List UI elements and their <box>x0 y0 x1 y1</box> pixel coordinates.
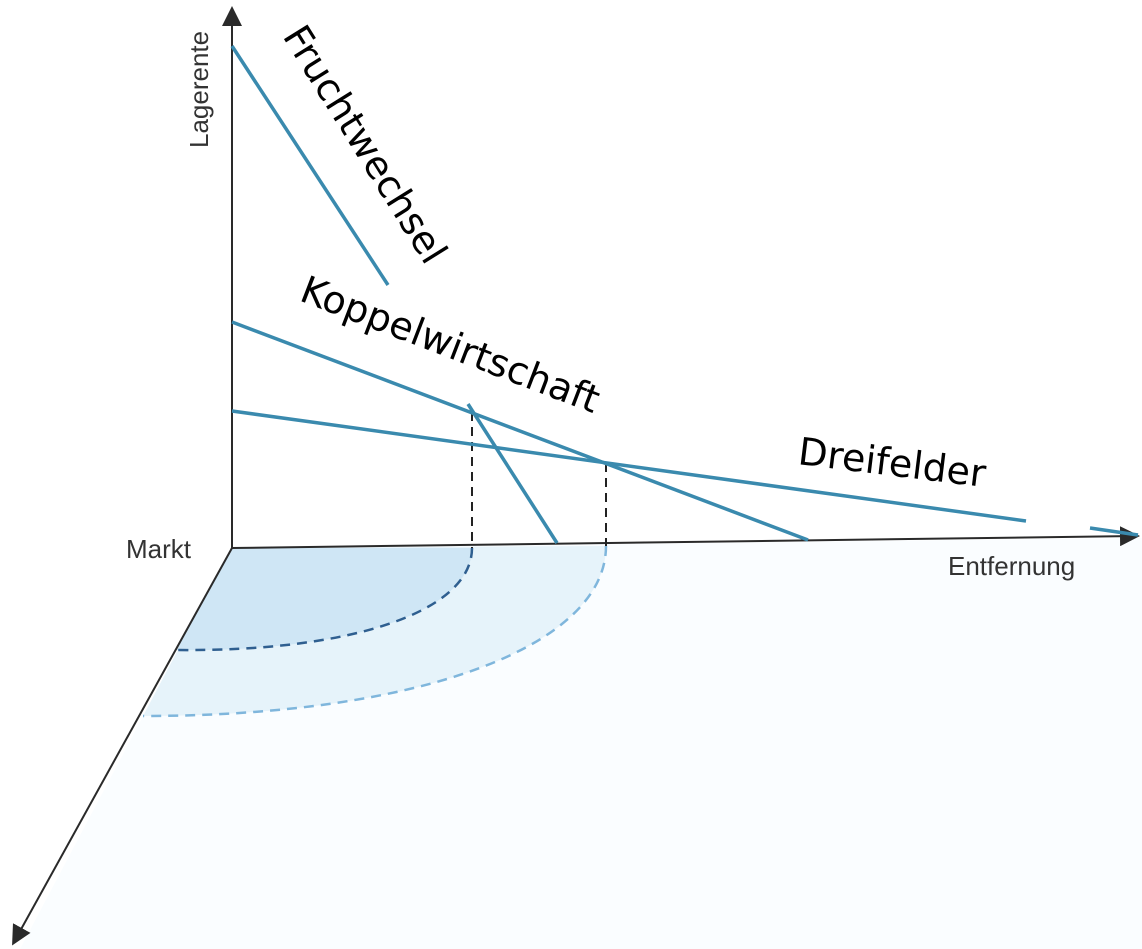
koppelwirtschaft-label: Koppelwirtschaft <box>295 267 606 421</box>
koppelwirtschaft-line <box>231 320 809 542</box>
y-axis-label: Lagerente <box>184 31 214 148</box>
dreifelder-label: Dreifelder <box>796 429 989 496</box>
dreifelder-line-end <box>1089 526 1139 537</box>
fruchtwechsel-line-upper <box>230 45 390 286</box>
x-axis-label: Entfernung <box>948 551 1075 581</box>
x-axis <box>231 526 1140 549</box>
dreifelder-line <box>231 409 1027 523</box>
inner-zone <box>176 548 472 651</box>
outer-zone-boundary <box>142 545 608 718</box>
fruchtwechsel-label: Fruchtwechsel <box>274 17 455 271</box>
fruchtwechsel-line-lower <box>466 403 559 544</box>
origin-label: Markt <box>126 534 192 564</box>
z-axis <box>12 547 233 946</box>
inner-zone-boundary <box>175 547 474 652</box>
